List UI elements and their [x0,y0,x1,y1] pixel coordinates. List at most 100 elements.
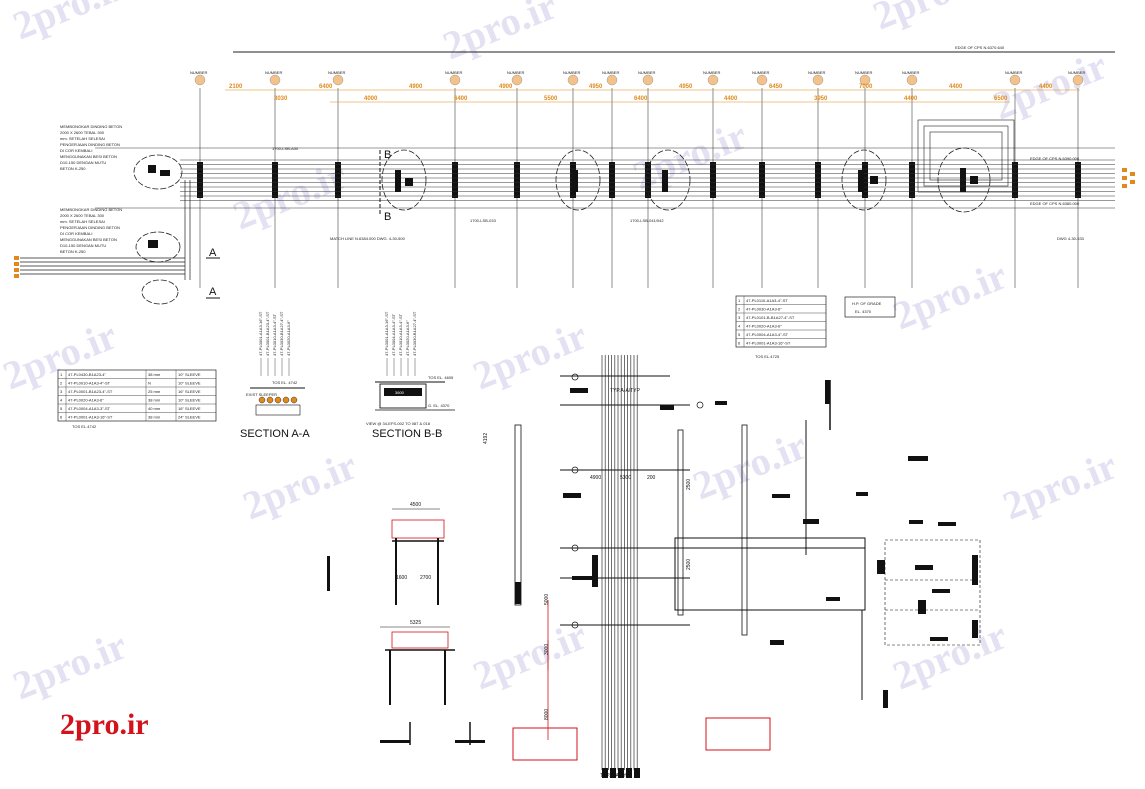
column-bubble [606,74,618,86]
pipe-end-tag [14,274,19,278]
matchline-bottom: MATCH LINE N.6384.000 DWG. 4-30-500 [330,236,406,241]
node-marker [571,466,579,474]
column-tag: NUMBER [602,70,619,75]
table-cell: 47-PL0001-A1A3-16"-ST [746,341,791,346]
watermark-text: 2pro.ir [997,442,1123,528]
column-support [909,162,915,198]
dimension-value: 3030 [274,96,288,102]
equipment-block [972,620,978,638]
table-cell: 47-PL0430-B1A23-4" [68,372,106,377]
note-line: MENGGUNAKAN BESI BETON [60,237,117,242]
note-line: BETON K-250 [60,166,86,171]
watermark-text: 2pro.ir [887,612,1013,698]
dimension-value: 4000 [364,96,378,102]
note-line: PENGERJAAN DINDING BETON [60,225,120,230]
component-block [909,520,923,524]
column-tag: NUMBER [902,70,919,75]
section-b-support [379,383,427,409]
column-support [452,162,458,198]
revision-cloud-5 [555,149,601,211]
table-cell: N [148,381,151,386]
dimension-value: 6500 [994,96,1008,102]
section-b-width: 3600 [395,390,405,395]
grade-box-line-2: EL. 4370 [855,309,872,314]
watermark-text: 2pro.ir [887,252,1013,338]
grade-box-frame [844,296,896,318]
section-mark-a-label: A [209,247,217,259]
table-cell: 2 [738,307,741,312]
pipe-circle [258,396,266,404]
frame-details: 4500 1600 2700 5325 [327,502,485,745]
dim-8000: 8000 [544,709,550,720]
vertical-pipe-bundle [601,355,640,778]
dimension-value: 4400 [724,96,738,102]
revision-cloud-4 [381,149,427,211]
component-block [915,565,933,570]
watermark-text: 2pro.ir [867,0,993,38]
table-cell: 5 [60,406,63,411]
watermark-text: 2pro.ir [237,442,363,528]
pipe-base [610,768,616,778]
dimension-value: 2100 [229,84,243,90]
table-cell: 4 [60,398,63,403]
pipe-base [634,768,640,778]
dimension-value: 6450 [769,84,783,90]
component-block [572,576,592,580]
note-line: 2000 X 2600 TEBAL 300 [60,213,105,218]
column-bubble [269,74,281,86]
dimension-value: 7000 [859,84,873,90]
pipe-label: 47-PL0010-A1A3-4"-ST [272,313,277,356]
pipe-end-tag [14,256,19,260]
table-cell: 2 [60,381,63,386]
component-block [715,401,727,405]
equipment-block [870,176,878,184]
pipe-base [618,768,624,778]
pipe-end-tag [1130,172,1135,176]
pipe-label: 47-PL0001-B1A23-4"-ST [265,311,270,356]
pipe-end-tag [14,262,19,266]
table-cell: 10" SLEEVE [178,381,201,386]
pipe-circle [266,396,274,404]
dimension-value: 6400 [454,96,468,102]
dwg-ref-right: DWG 4-30-533 [1057,236,1085,241]
column-support [1012,162,1018,198]
component-block [856,492,868,496]
equipment-block [405,178,413,186]
note-line: MEMBONGKAR DINDING BETON [60,207,122,212]
table-cell: 10" SLEEVE [178,398,201,403]
frame-red-box [391,519,445,539]
column-tag: NUMBER [328,70,345,75]
dimension-value: 4900 [409,84,423,90]
table-cell: 40 mm [148,406,161,411]
note-line: PENGERJAAN DINDING BETON [60,142,120,147]
edge-label-right-2: EDGE OF CPS N.6380.000 [1030,201,1080,206]
component-block [660,405,674,410]
section-mark-a: A A [206,247,220,299]
column-tag: NUMBER [855,70,872,75]
section-mark-b-label: B [384,149,391,161]
dimension-value: 4400 [904,96,918,102]
dim-200: 200 [647,475,656,481]
dim-2500-b: 2500 [686,559,692,570]
component-block [825,380,830,404]
table-cell: 47-PL0020-A1A3-6" [68,398,104,403]
equipment-block [972,555,978,585]
dimension-value: 4950 [679,84,693,90]
cloud-label-2: 1700-LSB-033 [470,218,497,223]
table-cell: 47-PL0110-A1A3-4"-ST [746,298,788,303]
component-block [908,456,928,461]
pipe-circle [274,396,282,404]
base-plate [380,740,410,743]
section-a-title: SECTION A-A [240,428,310,440]
table-cell: 1 [738,298,741,303]
note-line: MEMBONGKAR DINDING BETON [60,124,122,129]
rack-frame [674,537,866,611]
column-tag: NUMBER [808,70,825,75]
pipe-base [626,768,632,778]
table-cell: 1 [60,372,63,377]
column-support [710,162,716,198]
column-bubble [194,74,206,86]
